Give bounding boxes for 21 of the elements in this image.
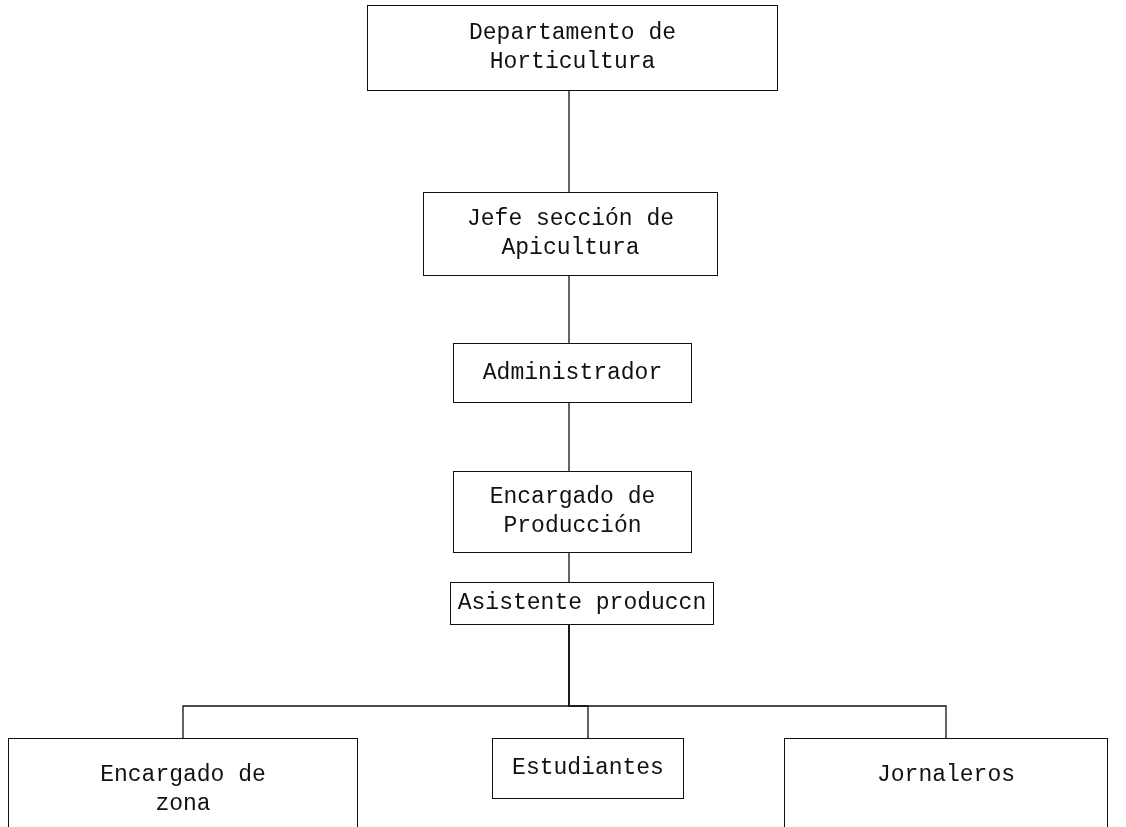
role-label: Administrador (482, 358, 663, 388)
org-box (784, 738, 1108, 827)
role-label: Encargado de Producción (488, 483, 657, 541)
org-box (423, 192, 718, 276)
role-label: Asistente produccn (457, 589, 707, 618)
role-label: Encargado de zona (99, 761, 267, 819)
org-box (450, 582, 714, 625)
connector-line (568, 624, 947, 739)
org-box (367, 5, 778, 91)
org-box (453, 343, 692, 403)
connector-line (568, 275, 570, 344)
role-label: Estudiantes (512, 754, 664, 783)
role-label: Jornaleros (877, 761, 1015, 790)
role-label: Departamento de Horticultura (467, 19, 677, 77)
connector-line (568, 402, 570, 472)
connector-line (568, 90, 570, 193)
connector-line (568, 552, 570, 583)
role-label: Jefe sección de Apicultura (465, 205, 675, 263)
org-box (8, 738, 358, 827)
org-box (492, 738, 684, 799)
org-box (453, 471, 692, 553)
